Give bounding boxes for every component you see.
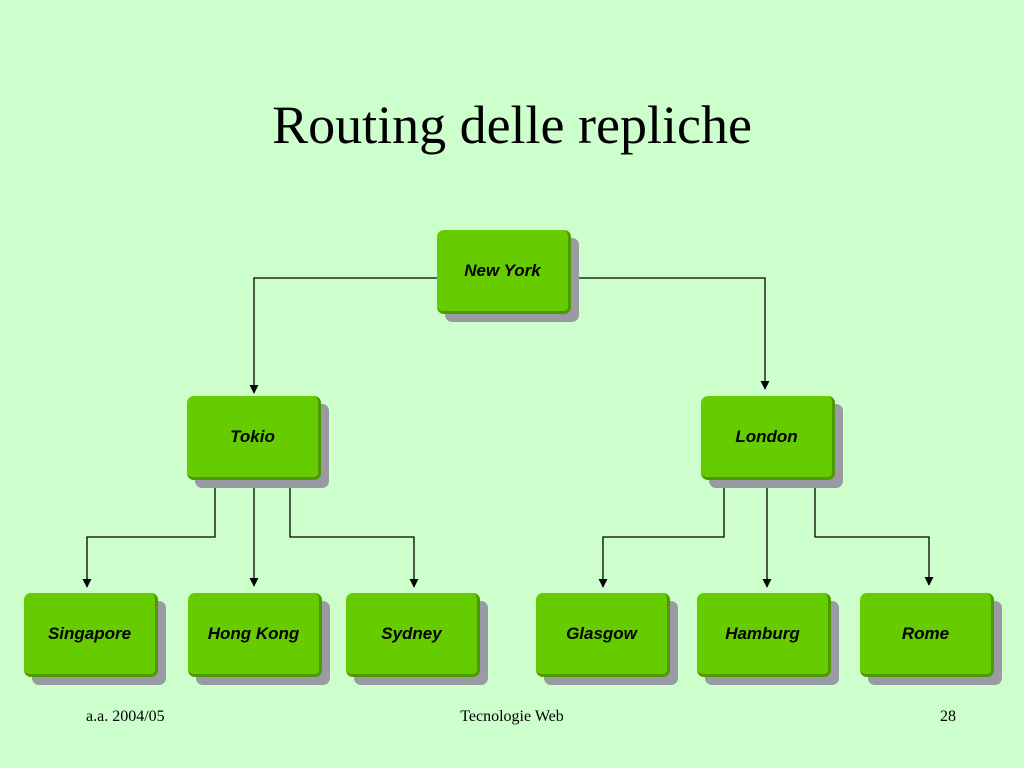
edge-tokio-singapore (82, 481, 216, 588)
edge-london-glasgow (598, 481, 725, 588)
node-label: Glasgow (566, 623, 637, 643)
node-box[interactable]: Hong Kong (188, 593, 322, 677)
node-sydney[interactable]: Sydney (346, 593, 488, 685)
node-glasgow[interactable]: Glasgow (536, 593, 678, 685)
edge-london-rome (814, 481, 934, 586)
node-label: Hong Kong (207, 623, 300, 643)
node-label: Sydney (381, 623, 442, 643)
node-label: Hamburg (725, 623, 800, 643)
node-box[interactable]: Singapore (24, 593, 158, 677)
node-label: Rome (901, 623, 950, 643)
footer-course-name: Tecnologie Web (460, 708, 564, 725)
node-hong-kong[interactable]: Hong Kong (188, 593, 330, 685)
node-box[interactable]: Rome (860, 593, 994, 677)
node-box[interactable]: Sydney (346, 593, 480, 677)
node-label: London (735, 426, 798, 446)
node-box[interactable]: Tokio (187, 396, 321, 480)
footer-page-number: 28 (940, 708, 956, 725)
edge-newyork-london (574, 277, 770, 390)
edge-tokio-sydney (289, 481, 419, 588)
node-box[interactable]: London (701, 396, 835, 480)
node-hamburg[interactable]: Hamburg (697, 593, 839, 685)
node-london[interactable]: London (701, 396, 843, 488)
node-rome[interactable]: Rome (860, 593, 1002, 685)
node-tokio[interactable]: Tokio (187, 396, 329, 488)
node-label: New York (464, 260, 541, 280)
slide-title: Routing delle repliche (272, 95, 752, 155)
node-box[interactable]: Hamburg (697, 593, 831, 677)
footer-academic-year: a.a. 2004/05 (86, 708, 165, 725)
node-box[interactable]: New York (437, 230, 571, 314)
edge-newyork-tokio (249, 277, 437, 394)
node-new-york[interactable]: New York (437, 230, 579, 322)
node-box[interactable]: Glasgow (536, 593, 670, 677)
node-label: Singapore (47, 623, 132, 643)
node-singapore[interactable]: Singapore (24, 593, 166, 685)
node-label: Tokio (230, 426, 275, 446)
